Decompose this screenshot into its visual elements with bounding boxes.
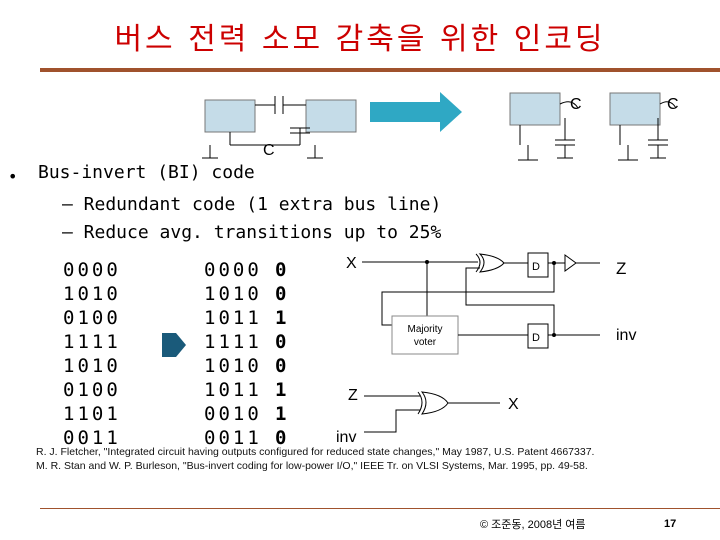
code-row: 0100 [63, 307, 121, 329]
z-output-label: Z [616, 259, 626, 278]
coupling-capacitor [255, 96, 306, 114]
invert-bit: 0 [275, 283, 290, 305]
cap-wire [659, 101, 677, 109]
cap-to-ground [648, 118, 668, 159]
code-row: 0100 [63, 379, 121, 401]
original-code-column: 0000 1010 0100 1111 1010 0100 1101 0011 [63, 258, 121, 450]
flip-flop-label: D [532, 332, 540, 344]
cap-label: C [570, 96, 582, 113]
bullet-heading: Bus-invert (BI) code [38, 162, 255, 183]
encoded-code-column: 0000 1010 1011 1111 1010 1011 0010 0011 [204, 258, 262, 450]
xor-gate [478, 253, 505, 273]
z-input-label: Z [348, 387, 358, 404]
cap-label: C [667, 96, 679, 113]
flip-flop [527, 323, 549, 349]
ground-symbol [307, 145, 323, 159]
ground-symbol [618, 125, 638, 161]
xor-gate-input-curve [417, 391, 423, 415]
footer-divider [40, 508, 720, 509]
feedback-wire [381, 263, 555, 326]
code-row: 1101 [63, 403, 121, 425]
code-row: 0000 [204, 259, 262, 281]
invert-bit: 0 [275, 331, 290, 353]
cap-label: C [263, 142, 275, 159]
flip-flop-label: D [532, 261, 540, 273]
cap-wire [229, 128, 301, 146]
code-row: 1111 [63, 331, 121, 353]
inv-to-xor-wire [465, 267, 555, 335]
code-row: 1010 [204, 283, 262, 305]
chevron-right-icon [162, 333, 186, 357]
code-row: 1010 [63, 355, 121, 377]
code-row: 0011 [204, 427, 262, 449]
code-row: 1010 [204, 355, 262, 377]
invert-bit: 1 [275, 379, 290, 401]
code-row: 1011 [204, 379, 262, 401]
majority-voter [391, 315, 459, 355]
invert-bit: 1 [275, 403, 290, 425]
wire [364, 409, 420, 433]
copyright-text: © 조준동, 2008년 여름 [480, 519, 586, 531]
voter-label: Majority [407, 324, 442, 335]
flip-flop [527, 252, 549, 278]
invert-bit-column: 0 0 1 0 0 1 1 0 [275, 258, 289, 450]
cap-to-ground [555, 118, 575, 159]
page-number: 17 [664, 518, 677, 530]
bus-line-block [204, 99, 256, 133]
ground-symbol [518, 125, 538, 161]
reference: R. J. Fletcher, "Integrated circuit havi… [36, 446, 595, 458]
inv-output-label: inv [616, 327, 636, 344]
reference: M. R. Stan and W. P. Burleson, "Bus-inve… [36, 460, 588, 472]
code-row: 1011 [204, 307, 262, 329]
invert-bit: 0 [275, 355, 290, 377]
code-row: 0000 [63, 259, 121, 281]
cap-wire [559, 101, 579, 109]
code-row: 1111 [204, 331, 262, 353]
code-row: 0010 [204, 403, 262, 425]
voter-label: voter [414, 337, 437, 348]
bullet-marker: • [8, 167, 18, 186]
invert-bit: 0 [275, 427, 290, 449]
invert-bit: 0 [275, 259, 290, 281]
invert-bit: 1 [275, 307, 290, 329]
x-input-label: X [346, 255, 357, 272]
buffer [564, 254, 577, 272]
code-row: 1010 [63, 283, 121, 305]
bus-line-block [609, 92, 661, 126]
code-row: 0011 [63, 427, 121, 449]
xor-gate-input-curve [475, 253, 481, 273]
sub-bullet: – Redundant code (1 extra bus line) [62, 194, 442, 215]
bus-line-block [509, 92, 561, 126]
page-title: 버스 전력 소모 감축을 위한 인코딩 [114, 22, 606, 57]
cap-plate [290, 127, 310, 134]
transform-arrow [370, 92, 462, 132]
bus-line-block [305, 99, 357, 133]
ground-symbol [202, 145, 218, 159]
x-output-label: X [508, 396, 519, 413]
inv-input-label: inv [336, 429, 356, 446]
sub-bullet: – Reduce avg. transitions up to 25% [62, 222, 442, 243]
xor-gate [420, 391, 449, 415]
title-divider [40, 68, 720, 72]
